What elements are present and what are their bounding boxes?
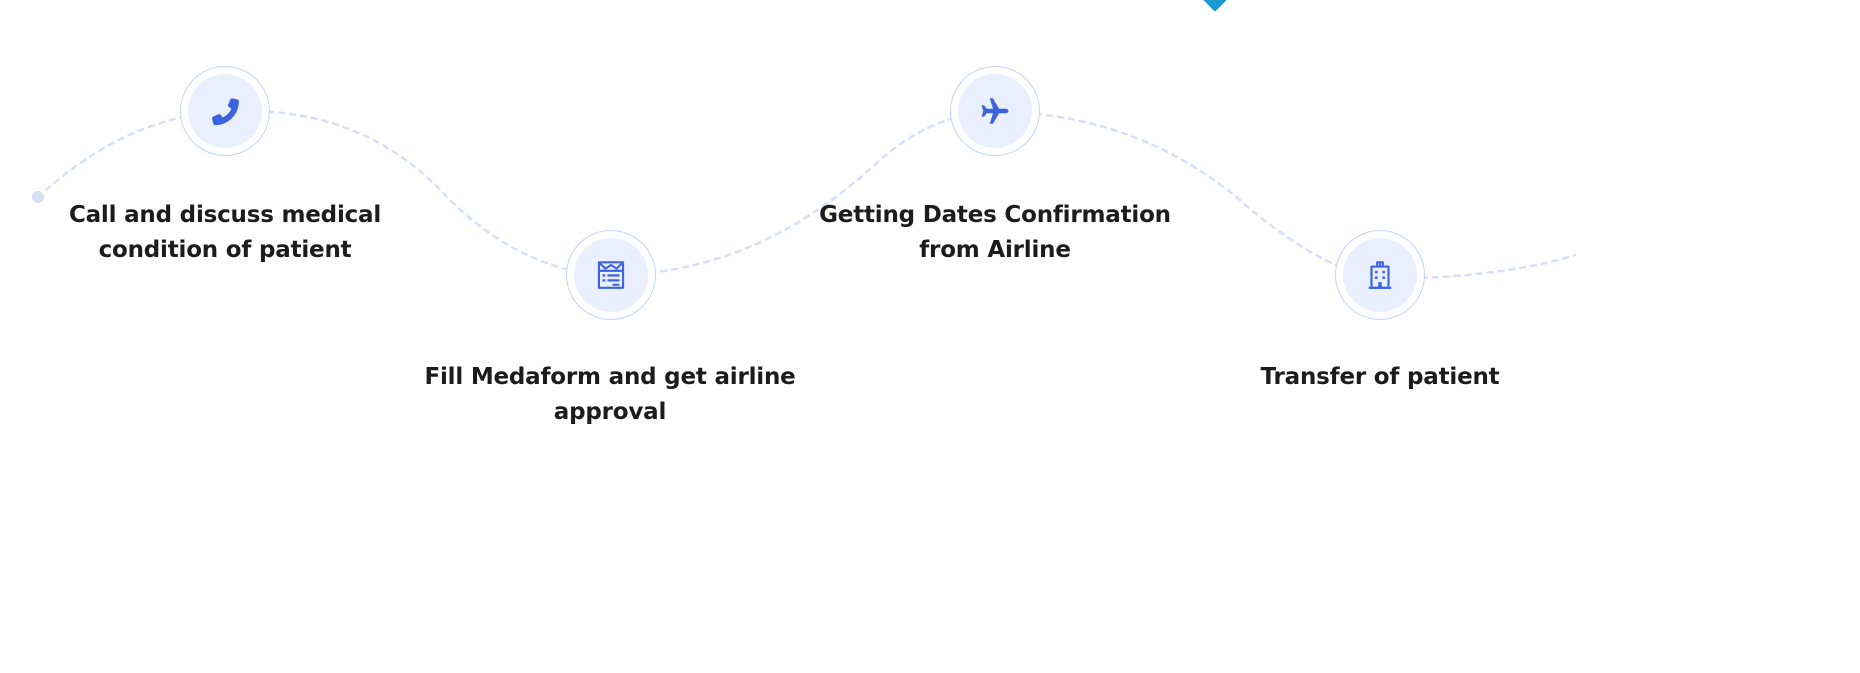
step-4-icon-circle (1335, 230, 1425, 320)
step-1-icon-circle (180, 66, 270, 156)
phone-icon (212, 98, 239, 126)
airplane-icon (981, 98, 1009, 124)
step-1-label: Call and discuss medical condition of pa… (68, 202, 382, 263)
step-4-label: Transfer of patient (1260, 364, 1500, 390)
step-2-icon-circle (566, 230, 656, 320)
hospital-building-icon (1368, 261, 1392, 289)
form-icon (597, 261, 625, 289)
step-2-label: Fill Medaform and get airline approval (424, 364, 796, 425)
step-3-label: Getting Dates Confirmation from Airline (819, 202, 1171, 263)
timeline-start-dot (32, 191, 44, 203)
step-3-icon-circle (950, 66, 1040, 156)
